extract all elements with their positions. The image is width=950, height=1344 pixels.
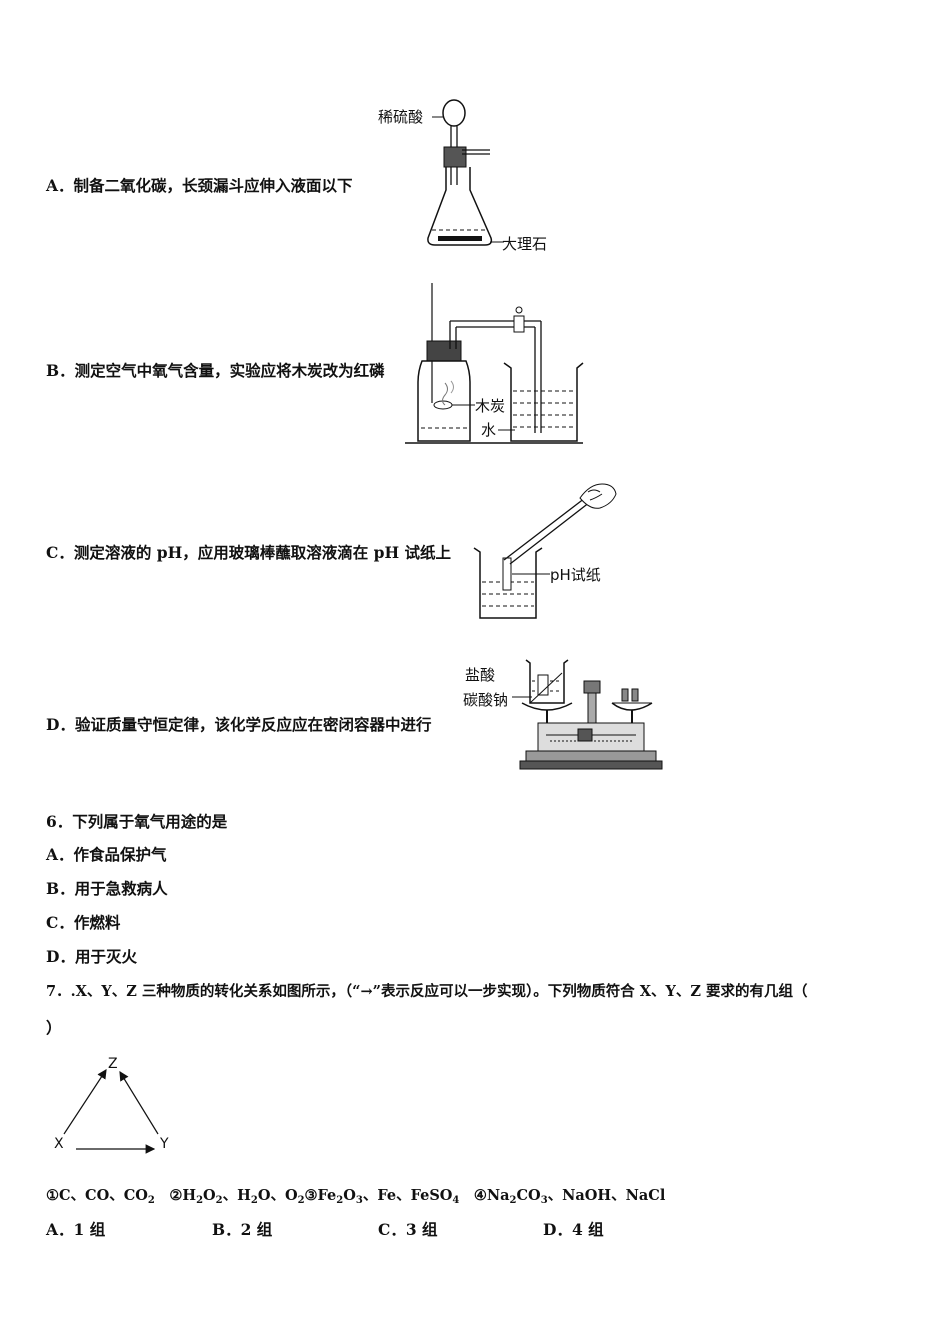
figure-d-label-carbonate: 碳酸钠	[463, 691, 508, 709]
q7-substance-groups: ①C、CO、CO2 ②H2O2、H2O、O2③Fe2O3、Fe、FeSO4 ④N…	[46, 1187, 666, 1206]
group-1: ①C、CO、CO	[46, 1187, 148, 1204]
figure-b-label-water: 水	[481, 421, 496, 439]
figure-b-label-charcoal: 木炭	[475, 397, 505, 415]
figure-a-co2-apparatus: 稀硫酸 大理石	[378, 99, 547, 253]
q6-option-d: D．用于灭火	[46, 947, 137, 966]
group-2: ②H	[169, 1187, 197, 1204]
q5-option-c: C．测定溶液的 pH，应用玻璃棒蘸取溶液滴在 pH 试纸上	[46, 543, 451, 562]
q5-option-a: A．制备二氧化碳，长颈漏斗应伸入液面以下	[46, 176, 353, 195]
q6-option-a: A．作食品保护气	[46, 845, 167, 864]
figure-c-label-ph-paper: pH试纸	[550, 566, 601, 584]
q7-answer-c: C．3 组	[378, 1220, 438, 1239]
figure-c-ph-apparatus: pH试纸	[473, 483, 617, 619]
q7-stem-line1: 7．.X、Y、Z 三种物质的转化关系如图所示，（“→”表示反应可以一步实现）。下…	[46, 983, 808, 1000]
group-4: ④Na	[473, 1187, 510, 1204]
q7-stem-line2: ）	[46, 1018, 62, 1037]
diagram-label-y: Y	[159, 1136, 169, 1152]
q7-answer-a: A．1 组	[46, 1220, 106, 1239]
diagram-label-z: Z	[108, 1056, 118, 1072]
figure-a-label-acid: 稀硫酸	[378, 108, 423, 126]
diagram-label-x: X	[54, 1136, 64, 1152]
q5-option-b: B．测定空气中氧气含量，实验应将木炭改为红磷	[46, 361, 385, 380]
q6-option-c: C．作燃料	[46, 913, 121, 932]
figure-a-label-marble: 大理石	[502, 235, 547, 253]
q5-option-d: D．验证质量守恒定律，该化学反应应在密闭容器中进行	[46, 715, 432, 734]
figure-d-label-acid: 盐酸	[465, 666, 495, 684]
q6-stem: 6．下列属于氧气用途的是	[46, 812, 228, 831]
q6-option-b: B．用于急救病人	[46, 879, 168, 898]
figure-d-balance-apparatus: 盐酸 碳酸钠	[463, 659, 663, 770]
q7-answer-d: D．4 组	[543, 1220, 604, 1239]
q7-answer-b: B．2 组	[212, 1220, 273, 1239]
group-3: ③Fe	[304, 1187, 337, 1204]
q7-conversion-diagram: Z X Y	[54, 1056, 169, 1154]
figure-b-oxygen-apparatus: 木炭 水	[405, 283, 584, 444]
